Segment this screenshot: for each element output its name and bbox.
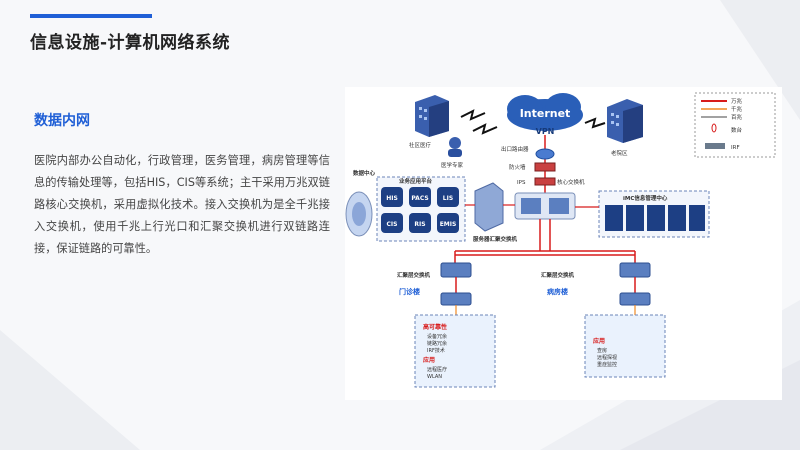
agg-switch-left-icon (440, 262, 472, 278)
left-box-item: IRF技术 (427, 347, 445, 354)
legend-item-1g: 千兆 (731, 105, 743, 113)
wan-link-icon (460, 109, 486, 121)
access-switch-right-icon (619, 292, 651, 306)
right-box-item: 远程探视 (597, 354, 617, 361)
data-center-label: 数据中心 (353, 169, 376, 177)
wan-link-icon (584, 117, 606, 129)
server-cis-icon (381, 213, 403, 233)
left-box-item: WLAN (427, 374, 442, 380)
server-agg-switch-icon (474, 182, 504, 232)
left-info-box (414, 314, 496, 388)
router-icon (535, 148, 555, 160)
left-box-heading: 应用 (423, 356, 435, 364)
core-switch-label: 核心交换机 (557, 178, 585, 186)
server-emis-icon (437, 213, 459, 233)
community-label: 社区医疗 (409, 141, 432, 149)
vpn-label: VPN (536, 127, 555, 136)
firewall-icon (534, 162, 556, 172)
server-label: PACS (411, 195, 428, 202)
agg-right-label: 汇聚层交换机 (541, 271, 575, 279)
imc-label: iMC信息管理中心 (623, 194, 668, 202)
left-box-item: 链路冗余 (427, 340, 447, 347)
legend-item-100m: 百兆 (731, 113, 743, 121)
server-label: RIS (414, 221, 425, 228)
ips-icon (534, 177, 556, 186)
expert-icon (448, 137, 462, 157)
right-box-item: 重症监控 (597, 361, 617, 368)
server-pacs-icon (409, 187, 431, 207)
ips-label: IPS (517, 180, 526, 186)
agg-left-label: 汇聚层交换机 (397, 271, 431, 279)
server-label: CIS (387, 221, 398, 228)
data-center-disk-icon (345, 191, 373, 237)
legend-item-irf: IRF (731, 145, 740, 151)
left-box-heading: 高可靠性 (423, 323, 447, 331)
right-box-heading: 应用 (593, 337, 605, 345)
server-his-icon (381, 187, 403, 207)
internet-cloud-icon (507, 93, 583, 131)
title-accent-bar (30, 14, 152, 18)
access-switch-left-icon (440, 292, 472, 306)
network-diagram: Internet VPN 社区医疗 医学专家 老院区 万兆 千兆 百兆 数台 I… (345, 87, 782, 400)
legend (694, 92, 776, 158)
elderly-building-icon (607, 99, 643, 143)
left-box-item: 远程医疗 (427, 366, 447, 373)
firewall-label: 防火墙 (509, 163, 526, 171)
right-box-item: 查房 (597, 347, 607, 354)
wan-link-icon (472, 123, 498, 135)
elderly-label: 老院区 (611, 149, 628, 157)
agg-switch-right-icon (619, 262, 651, 278)
server-label: EMIS (440, 221, 457, 228)
legend-item-units: 数台 (731, 126, 743, 134)
server-ris-icon (409, 213, 431, 233)
section-body-text: 医院内部办公自动化，行政管理，医务管理，病房管理等信息的传输处理等，包括HIS，… (34, 154, 330, 255)
server-agg-label: 服务器汇聚交换机 (473, 235, 518, 243)
server-label: LIS (443, 195, 453, 202)
router-label: 出口路由器 (501, 145, 529, 153)
bldg-right-label: 病房楼 (547, 287, 568, 296)
right-info-box (584, 314, 666, 378)
business-platform-label: 业务应用平台 (399, 177, 433, 185)
page-title: 信息设施-计算机网络系统 (30, 33, 231, 53)
legend-item-10g: 万兆 (731, 97, 743, 105)
imc-server-icon (605, 205, 705, 231)
community-building-icon (415, 95, 449, 137)
section-title: 数据内网 (34, 113, 90, 129)
server-label: HIS (386, 195, 398, 202)
core-switch-icon (514, 192, 576, 220)
expert-label: 医学专家 (441, 161, 464, 169)
bldg-left-label: 门诊楼 (399, 287, 420, 296)
left-box-item: 设备冗余 (427, 333, 447, 340)
server-lis-icon (437, 187, 459, 207)
internet-label: Internet (520, 107, 571, 120)
